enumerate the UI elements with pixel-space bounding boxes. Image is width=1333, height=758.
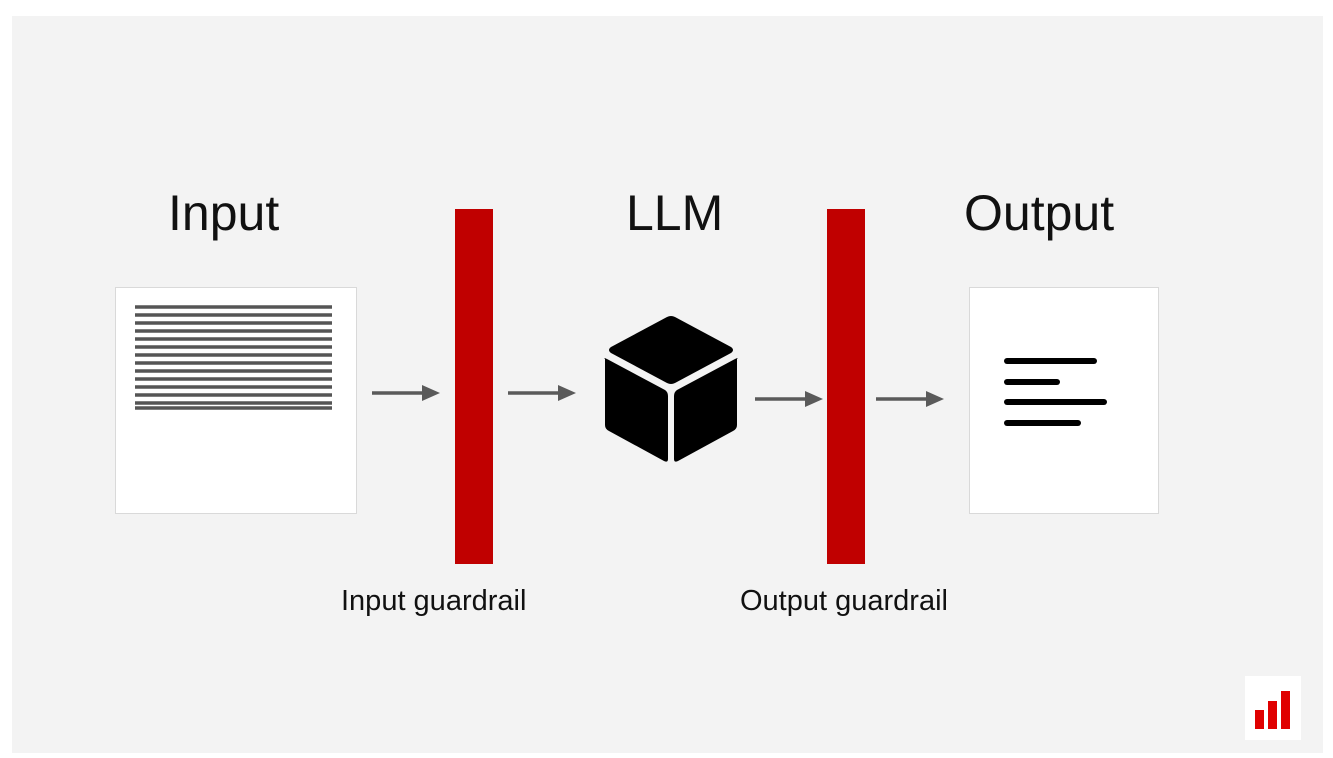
- arrow-llm-to-guardrail: [755, 391, 823, 407]
- arrow-guardrail-to-llm: [508, 385, 576, 401]
- input-document: [115, 287, 357, 514]
- output-guardrail-label: Output guardrail: [740, 585, 948, 617]
- input-guardrail-label: Input guardrail: [341, 585, 527, 617]
- output-heading: Output: [964, 185, 1115, 241]
- output-guardrail-bar: [827, 209, 865, 564]
- llm-block: [600, 310, 742, 464]
- output-document: [969, 287, 1159, 514]
- cube-icon: [604, 316, 738, 462]
- arrow-guardrail-to-output: [876, 391, 944, 407]
- input-guardrail-bar: [455, 209, 493, 564]
- text-lines-icon: [135, 305, 332, 410]
- input-heading: Input: [168, 185, 280, 241]
- brand-logo: [1245, 676, 1301, 740]
- bar-chart-logo: [1255, 691, 1290, 729]
- arrow-input-to-guardrail: [372, 385, 440, 401]
- text-align-left-icon: [1004, 358, 1107, 426]
- llm-heading: LLM: [626, 185, 724, 241]
